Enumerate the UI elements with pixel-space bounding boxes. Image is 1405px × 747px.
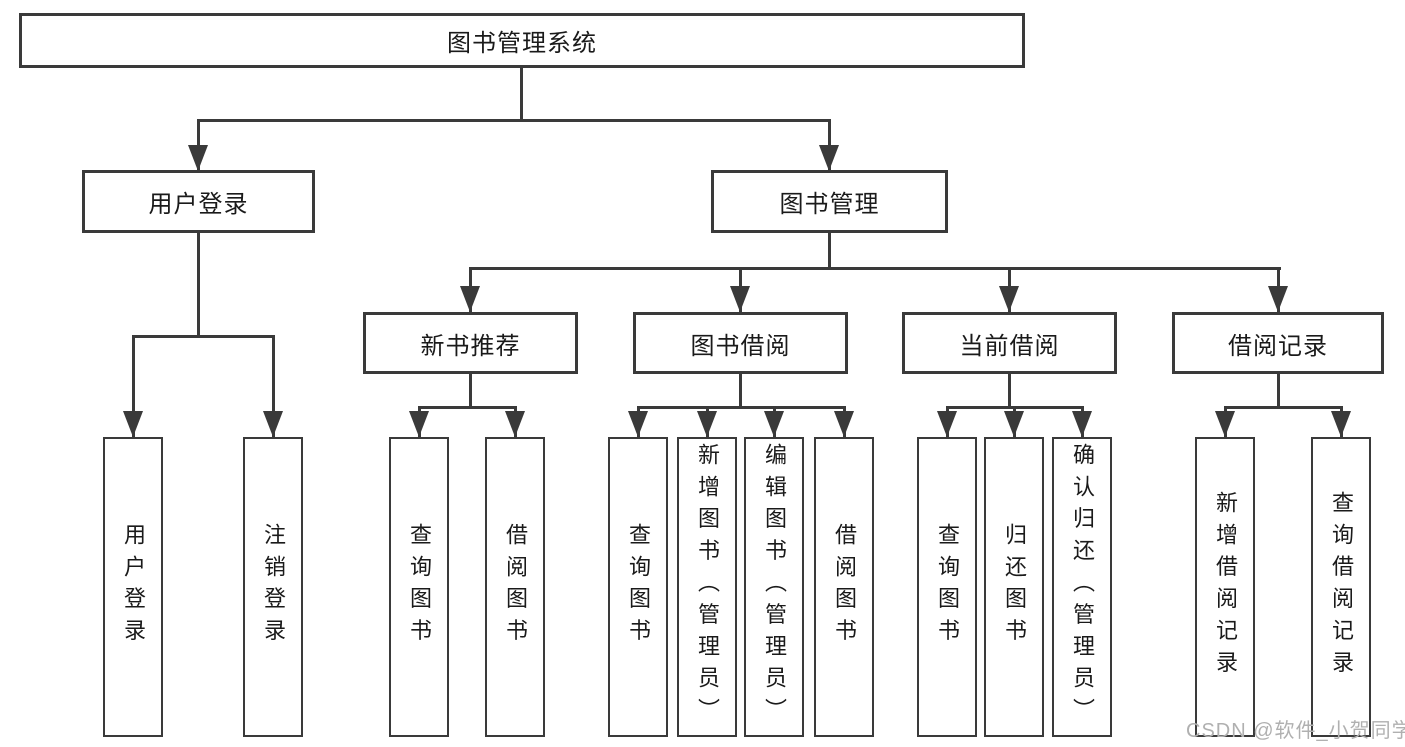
arrowhead-confirm-return-admin (1072, 411, 1092, 437)
leaf-user-login: 用户登录 (103, 437, 163, 737)
leaf-confirm-return-admin-label: 确认归还（管理员） (1070, 443, 1095, 731)
arrowhead-borrow-books-2 (834, 411, 854, 437)
leaf-borrow-books-1-label: 借阅图书 (503, 523, 528, 651)
leaf-add-borrow-record: 新增借阅记录 (1195, 437, 1255, 737)
arrowhead-book-borrowing (730, 286, 750, 312)
leaf-edit-book-admin-label: 编辑图书（管理员） (762, 443, 787, 731)
leaf-user-login-label: 用户登录 (121, 523, 146, 651)
leaf-logout-label: 注销登录 (261, 523, 286, 651)
node-user-login-label: 用户登录 (148, 191, 249, 218)
node-borrowing-records: 借阅记录 (1172, 312, 1384, 374)
node-borrowing-records-label: 借阅记录 (1228, 332, 1328, 360)
arrowhead-query-borrow-record (1331, 411, 1351, 437)
arrow-line-leaf-user-login (132, 335, 135, 437)
user-login-stem-line (197, 231, 200, 337)
arrowhead-borrow-books-1 (505, 411, 525, 437)
leaf-query-books-2-label: 查询图书 (626, 523, 651, 651)
book-borrowing-rail-line (637, 406, 845, 409)
arrowhead-query-books-1 (409, 411, 429, 437)
arrowhead-query-books-3 (937, 411, 957, 437)
leaf-add-book-admin-label: 新增图书（管理员） (695, 443, 720, 731)
leaf-query-books-3-label: 查询图书 (935, 523, 960, 651)
root-stem-line (520, 66, 523, 122)
leaf-confirm-return-admin: 确认归还（管理员） (1052, 437, 1112, 737)
node-library-management-system-label: 图书管理系统 (447, 30, 597, 57)
leaf-borrow-books-2: 借阅图书 (814, 437, 874, 737)
node-new-book-recommend: 新书推荐 (363, 312, 578, 374)
node-book-management-label: 图书管理 (779, 191, 880, 218)
node-library-management-system: 图书管理系统 (19, 13, 1025, 68)
leaf-add-borrow-record-label: 新增借阅记录 (1213, 491, 1238, 683)
arrow-line-leaf-logout (272, 335, 275, 437)
leaf-query-books-2: 查询图书 (608, 437, 668, 737)
book-borrowing-stem-line (739, 372, 742, 409)
arrowhead-query-books-2 (628, 411, 648, 437)
arrowhead-user-login (188, 145, 208, 171)
arrowhead-return-book (1004, 411, 1024, 437)
leaf-return-book: 归还图书 (984, 437, 1044, 737)
level3-rail-line (469, 267, 1281, 270)
level1-rail-line (197, 119, 830, 122)
arrowhead-book-management (819, 145, 839, 171)
leaf-logout: 注销登录 (243, 437, 303, 737)
node-new-book-recommend-label: 新书推荐 (420, 332, 521, 360)
user-login-rail-line (132, 335, 274, 338)
leaf-query-books-3: 查询图书 (917, 437, 977, 737)
arrowhead-leaf-logout (263, 411, 283, 437)
node-book-borrowing-label: 图书借阅 (690, 332, 791, 360)
arrowhead-edit-book-admin (764, 411, 784, 437)
csdn-watermark: CSDN @软件_小贺同学 (1186, 720, 1405, 742)
arrowhead-add-borrow-record (1215, 411, 1235, 437)
leaf-query-borrow-record: 查询借阅记录 (1311, 437, 1371, 737)
node-book-borrowing: 图书借阅 (633, 312, 848, 374)
arrowhead-new-book-recommend (460, 286, 480, 312)
arrowhead-leaf-user-login (123, 411, 143, 437)
leaf-query-borrow-record-label: 查询借阅记录 (1329, 491, 1354, 683)
leaf-add-book-admin: 新增图书（管理员） (677, 437, 737, 737)
leaf-edit-book-admin: 编辑图书（管理员） (744, 437, 804, 737)
node-current-borrowing: 当前借阅 (902, 312, 1117, 374)
borrowing-records-rail-line (1224, 406, 1342, 409)
current-borrowing-stem-line (1008, 372, 1011, 409)
book-management-stem-line (828, 231, 831, 269)
leaf-borrow-books-1: 借阅图书 (485, 437, 545, 737)
node-user-login: 用户登录 (82, 170, 315, 233)
node-current-borrowing-label: 当前借阅 (959, 332, 1060, 360)
arrowhead-borrowing-records (1268, 286, 1288, 312)
leaf-query-books-1-label: 查询图书 (407, 523, 432, 651)
leaf-return-book-label: 归还图书 (1002, 523, 1027, 651)
new-book-recommend-rail-line (418, 406, 516, 409)
new-book-recommend-stem-line (469, 372, 472, 409)
arrowhead-add-book-admin (697, 411, 717, 437)
borrowing-records-stem-line (1277, 372, 1280, 409)
leaf-borrow-books-2-label: 借阅图书 (832, 523, 857, 651)
arrowhead-current-borrowing (999, 286, 1019, 312)
node-book-management: 图书管理 (711, 170, 948, 233)
leaf-query-books-1: 查询图书 (389, 437, 449, 737)
